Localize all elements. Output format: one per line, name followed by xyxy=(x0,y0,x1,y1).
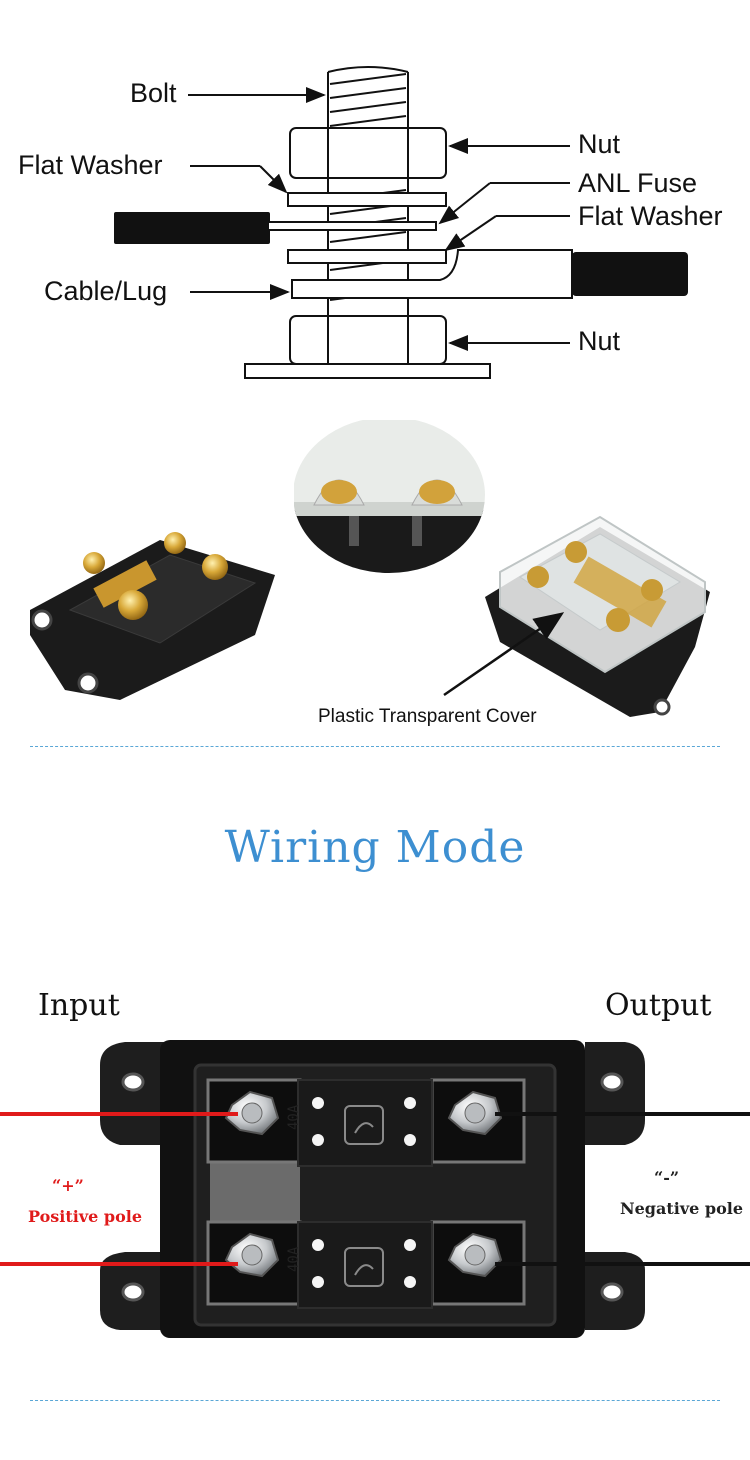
top-nut xyxy=(289,127,447,179)
cover-callout-label: Plastic Transparent Cover xyxy=(318,706,537,727)
anl-fuse-blade xyxy=(267,221,437,231)
anl-fuses xyxy=(297,1079,433,1309)
label-flat-washer-right: Flat Washer xyxy=(578,201,723,231)
anl-fuse-body xyxy=(114,212,270,244)
negative-label: Negative pole xyxy=(620,1199,743,1218)
bottom-nut xyxy=(289,315,447,365)
base-plate xyxy=(244,363,491,379)
negative-symbol: “-” xyxy=(654,1168,680,1187)
cable-insulation xyxy=(572,252,688,296)
cover-callout-arrow xyxy=(443,612,565,697)
exploded-fuse-assembly-diagram xyxy=(114,66,688,379)
fuse-holder-open-photo xyxy=(30,532,275,700)
input-label: Input xyxy=(38,988,120,1023)
lower-flat-washer xyxy=(287,249,447,264)
wiring-mode-title: Wiring Mode xyxy=(224,822,526,873)
section-divider-top xyxy=(30,746,720,747)
label-flat-washer-left: Flat Washer xyxy=(18,150,163,180)
positive-label: Positive pole xyxy=(28,1207,142,1226)
label-anl-fuse: ANL Fuse xyxy=(578,168,698,198)
upper-flat-washer xyxy=(287,192,447,207)
output-label: Output xyxy=(605,988,712,1023)
label-cable-lug: Cable/Lug xyxy=(44,276,168,306)
fuse-rating-top: 40A xyxy=(286,1104,302,1130)
positive-symbol: “+” xyxy=(52,1176,84,1195)
fuse-rating-bottom: 40A xyxy=(286,1246,302,1272)
terminal-closeup-photo xyxy=(294,420,485,573)
label-bolt: Bolt xyxy=(130,78,177,108)
gold-terminal xyxy=(83,552,105,574)
label-nut-top: Nut xyxy=(578,129,621,159)
section-divider-bottom xyxy=(30,1400,720,1401)
dual-fuse-block-top-view xyxy=(0,1040,750,1338)
label-nut-bottom: Nut xyxy=(578,326,621,356)
